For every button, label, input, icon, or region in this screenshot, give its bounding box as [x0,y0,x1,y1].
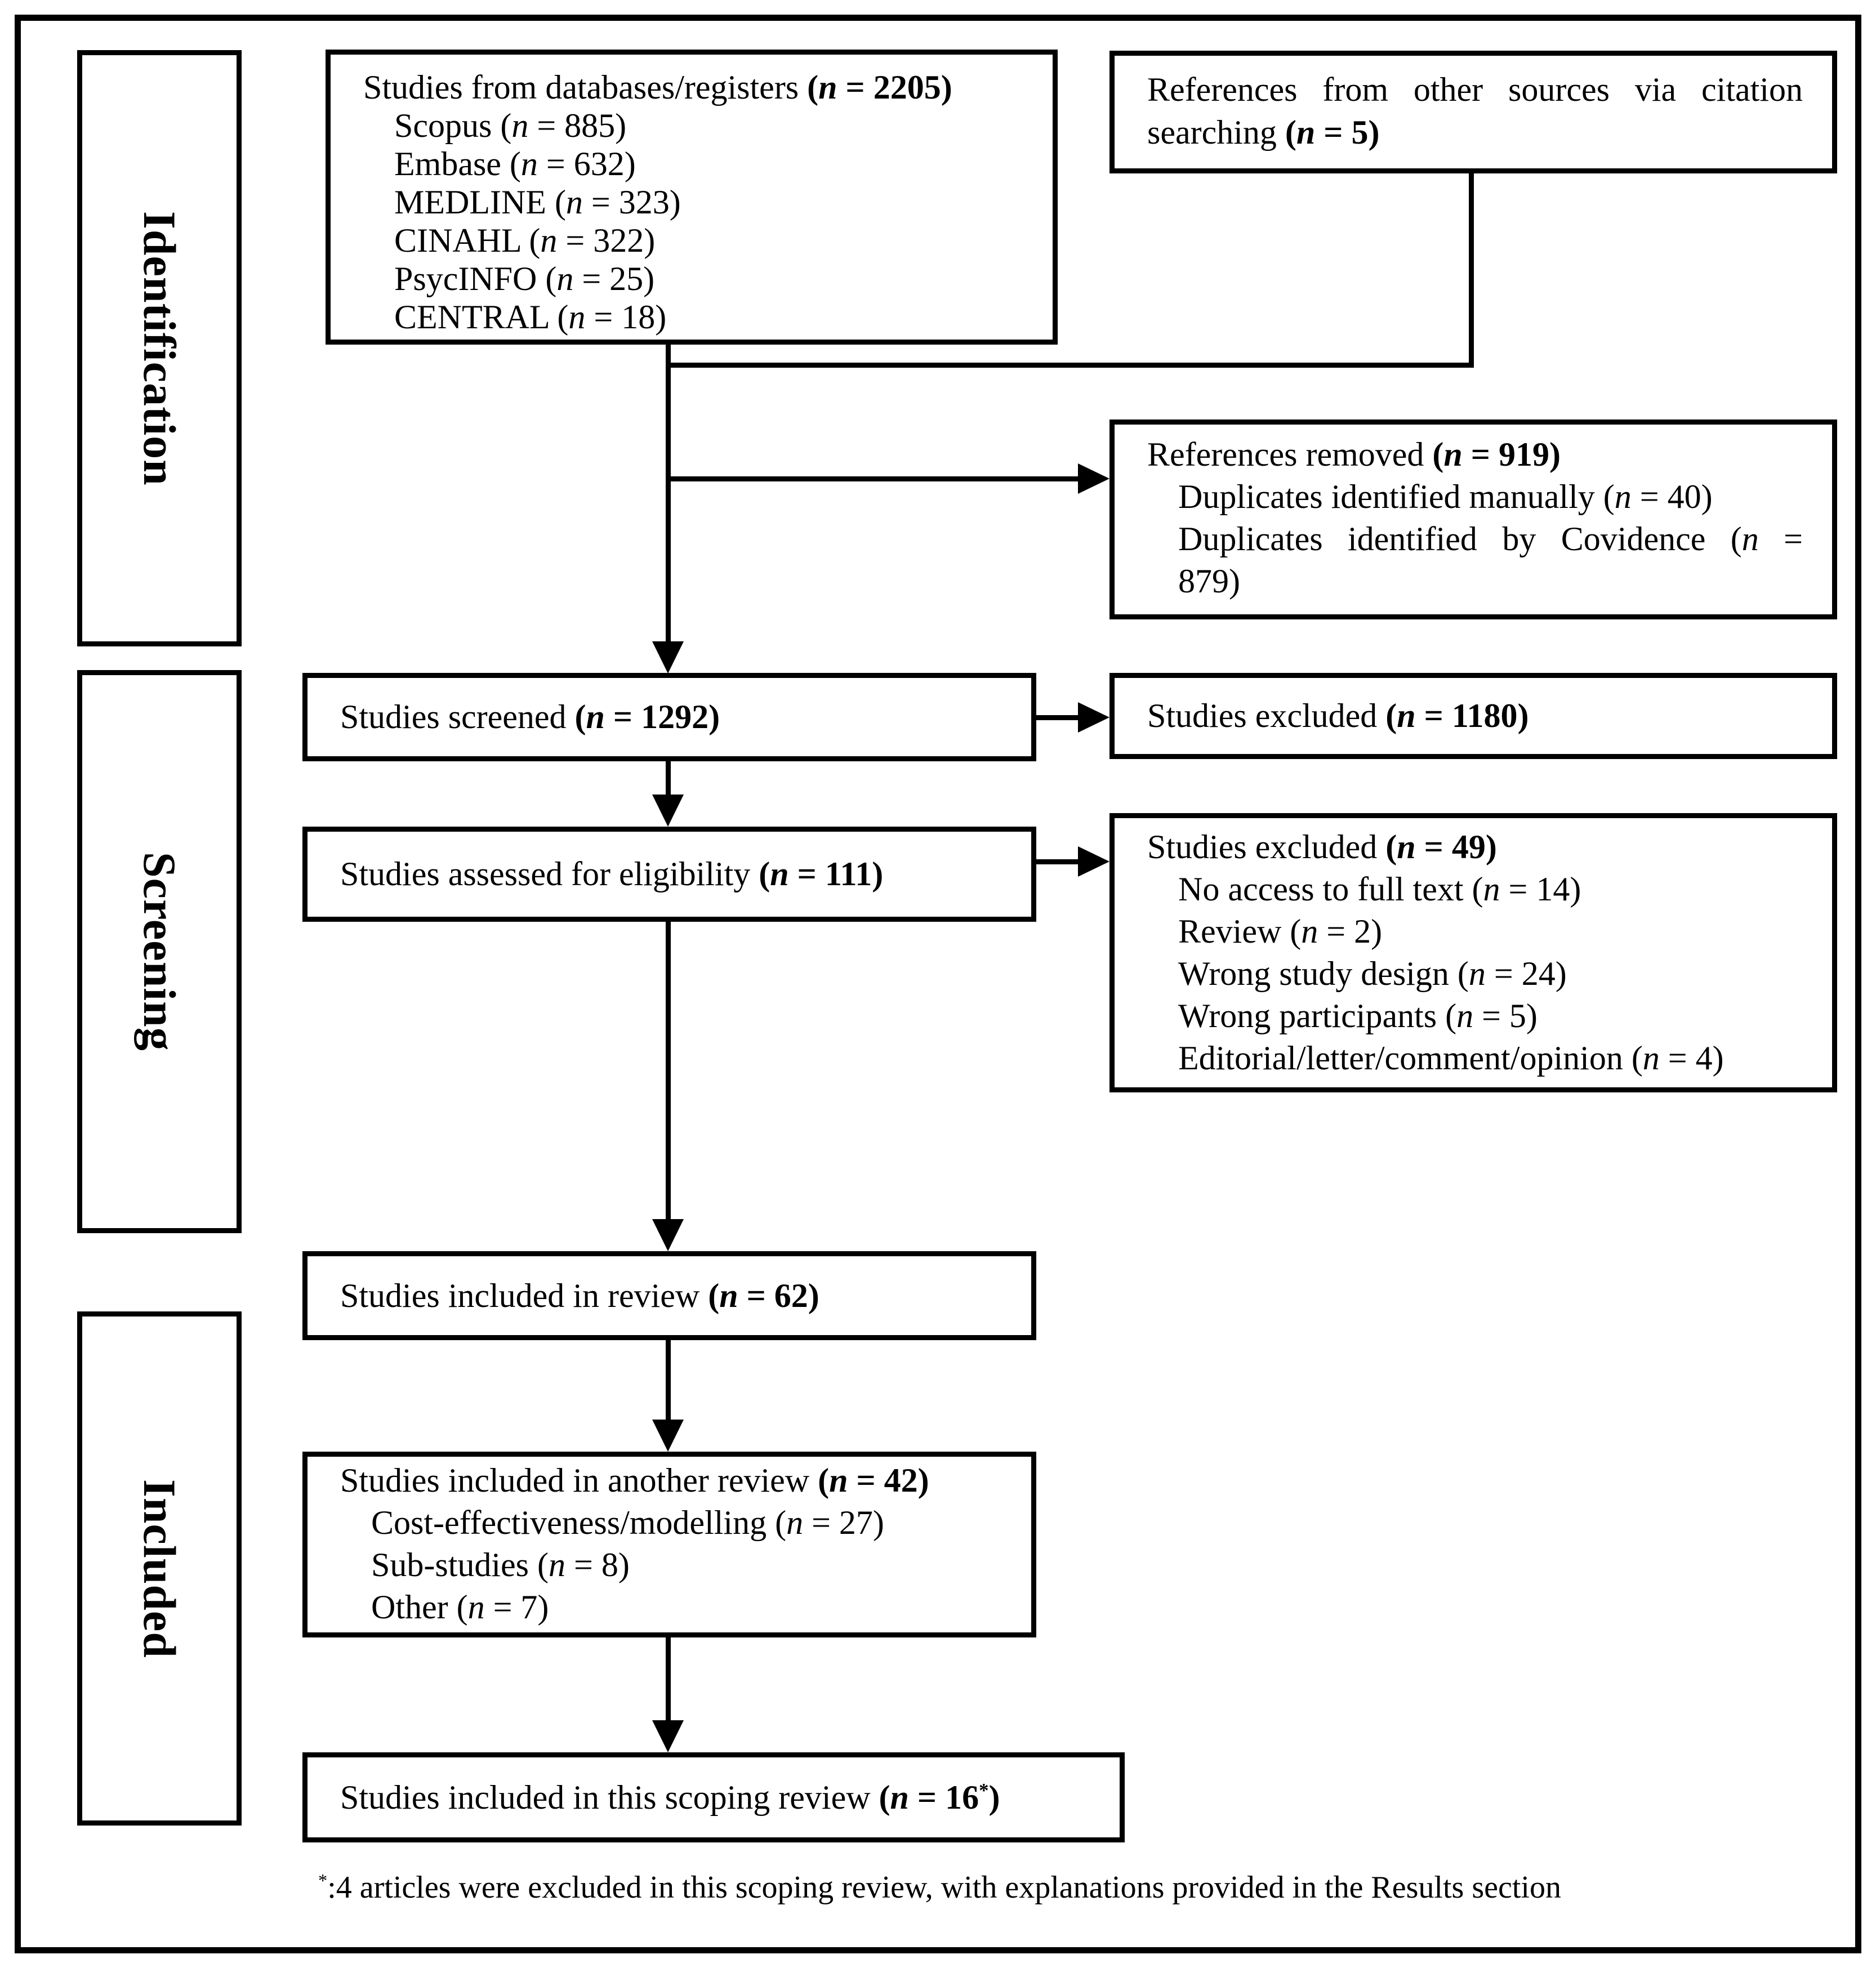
text-line: Duplicates identified manually (n = 40) [1178,478,1713,515]
text-line: Wrong participants (n = 5) [1178,997,1538,1034]
box-references-removed: References removed (n = 919) Duplicates i… [1109,420,1837,619]
text-line: Sub-studies (n = 8) [371,1546,630,1583]
stage-identification: Identification [77,50,242,646]
text-line: Studies from databases/registers (n = 22… [363,69,952,106]
text-line: Review (n = 2) [1178,913,1383,950]
connector-to-removed-line [666,476,1078,481]
stage-identification-label: Identification [134,211,185,486]
text-line: Editorial/letter/comment/opinion (n = 4) [1178,1039,1724,1077]
outer-border [15,15,1861,1953]
text-line: Embase (n = 632) [394,145,636,182]
text-line: Studies assessed for eligibility (n = 11… [340,855,884,892]
stage-screening: Screening [77,670,242,1233]
connector-another-to-scoping-line [666,1637,671,1721]
footnote: *:4 articles were excluded in this scopi… [318,1867,1737,1908]
connector-citation-down-line [1469,171,1474,368]
text-line: CINAHL (n = 322) [394,222,656,259]
connector-included-to-another-line [666,1340,671,1420]
text-line: Duplicates identified by Covidence (n = [1178,520,1803,557]
arrow-down-to-assessed-icon [652,795,684,827]
text-line: Scopus (n = 885) [394,107,627,144]
text-line: Studies excluded (n = 1180) [1147,697,1529,734]
arrow-down-to-scoping-review-icon [652,1720,684,1752]
text-line: References removed (n = 919) [1147,436,1561,473]
connector-screened-to-excluded-line [1036,715,1079,720]
text-line: Studies excluded (n = 49) [1147,828,1497,865]
text-line: Other (n = 7) [371,1588,549,1626]
arrow-down-to-screened-icon [652,641,684,673]
stage-included-label: Included [134,1479,185,1658]
connector-assessed-to-included-line [666,922,671,1220]
connector-assessed-to-excluded-line [1036,859,1079,864]
box-studies-excluded-eligibility: Studies excluded (n = 49) No access to fu… [1109,813,1837,1092]
text-line: CENTRAL (n = 18) [394,298,667,336]
connector-databases-to-screened-line [666,342,671,641]
text-line: Studies screened (n = 1292) [340,698,720,735]
text-line: Wrong study design (n = 24) [1178,955,1567,992]
text-line: 879) [1178,563,1240,600]
text-line: *:4 articles were excluded in this scopi… [318,1870,1561,1905]
connector-screened-to-assessed-line [666,761,671,795]
connector-citation-merge-line [666,363,1474,368]
box-studies-screened: Studies screened (n = 1292) [302,673,1036,761]
arrow-right-to-removed-icon [1078,463,1109,494]
box-studies-assessed-eligibility: Studies assessed for eligibility (n = 11… [302,827,1036,922]
text-line: searching (n = 5) [1147,114,1380,151]
text-line: Cost-effectiveness/modelling (n = 27) [371,1504,884,1541]
box-studies-excluded-screening: Studies excluded (n = 1180) [1109,673,1837,759]
box-studies-from-databases: Studies from databases/registers (n = 22… [326,50,1058,345]
text-line: PsycINFO (n = 25) [394,260,655,297]
text-line: Studies included in this scoping review … [340,1778,1000,1816]
box-studies-included-another-review: Studies included in another review (n = … [302,1452,1036,1637]
stage-included: Included [77,1311,242,1826]
box-studies-included-scoping-review: Studies included in this scoping review … [302,1752,1125,1842]
arrow-right-to-excluded-eligibility-icon [1078,846,1109,877]
arrow-down-to-included-review-icon [652,1219,684,1251]
text-line: References from other sources via citati… [1147,71,1803,108]
arrow-right-to-excluded-screening-icon [1078,702,1109,733]
text-line: Studies included in another review (n = … [340,1462,929,1499]
stage-screening-label: Screening [134,852,185,1051]
text-line: Studies included in review (n = 62) [340,1277,819,1314]
box-references-other-sources: References from other sources via citati… [1109,51,1837,173]
arrow-down-to-another-review-icon [652,1420,684,1452]
text-line: No access to full text (n = 14) [1178,871,1581,908]
box-studies-included-review: Studies included in review (n = 62) [302,1251,1036,1340]
text-line: MEDLINE (n = 323) [394,184,681,221]
